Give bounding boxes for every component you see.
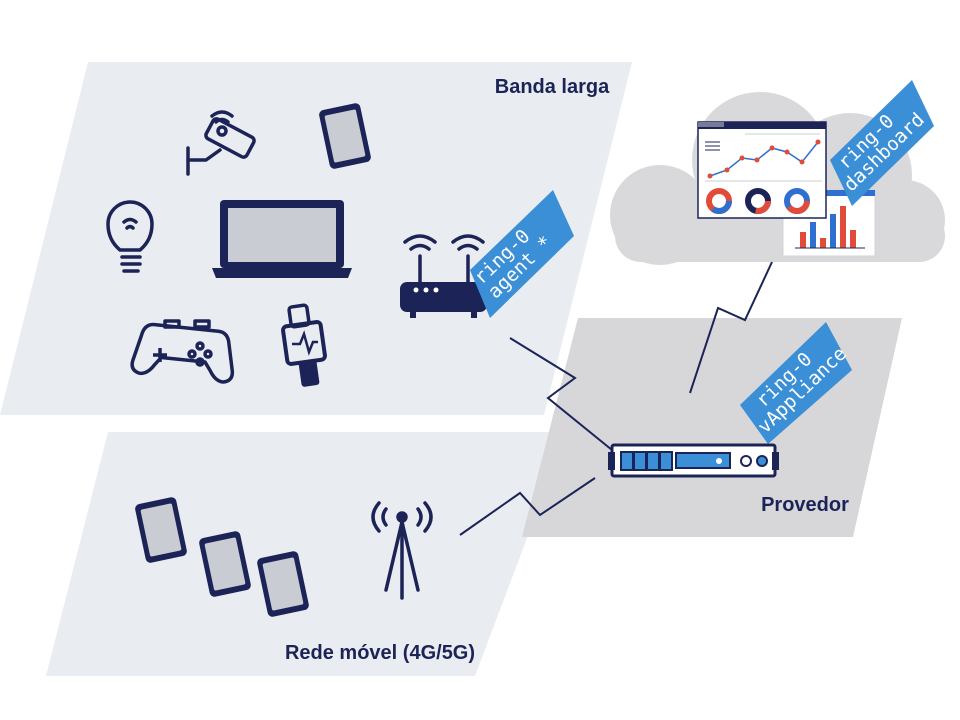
tablet-icon [257, 551, 309, 617]
mobile-zone-label: Rede móvel (4G/5G) [285, 642, 475, 664]
bar-mark [830, 214, 836, 248]
security-camera-icon [186, 110, 256, 176]
router-icon [400, 234, 487, 318]
bar-mark [820, 238, 826, 248]
link-appliance-cloud [689, 261, 773, 394]
smartwatch-icon [281, 303, 327, 387]
cell-tower-icon [371, 501, 433, 600]
laptop-icon [212, 200, 352, 278]
bar-mark [800, 232, 806, 248]
tablet-icon [319, 103, 371, 169]
bar-mark [810, 222, 816, 248]
bar-mark [850, 230, 856, 248]
tablet-icon [135, 497, 187, 563]
broadband-zone-label: Banda larga [495, 76, 610, 98]
bar-mark [840, 206, 846, 248]
dashboard-line-window [697, 121, 827, 219]
provider-zone-label: Provedor [761, 494, 849, 516]
link-router-appliance [509, 337, 613, 451]
tablet-icon [199, 531, 251, 597]
smart-bulb-icon [106, 200, 154, 273]
gamepad-icon [130, 319, 235, 384]
link-tower-appliance [459, 477, 596, 536]
server-appliance-icon [608, 443, 779, 478]
mobile-zone [46, 432, 567, 676]
connection-lines [459, 261, 773, 536]
